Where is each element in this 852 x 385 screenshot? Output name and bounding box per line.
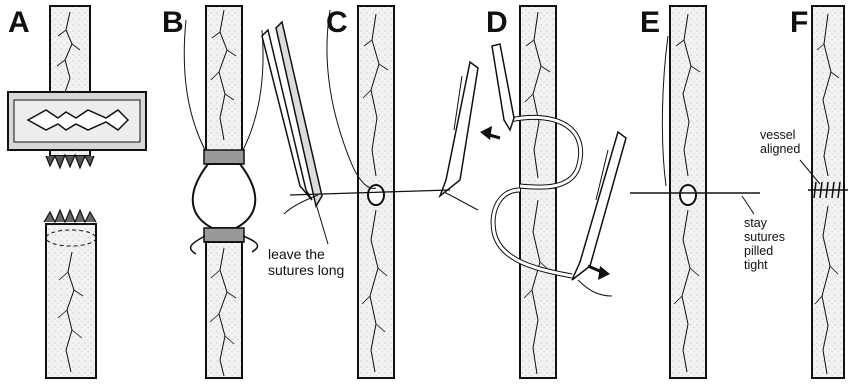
panel-d-arrow-right-icon bbox=[588, 266, 610, 280]
panel-e-letter: E bbox=[640, 8, 660, 38]
panel-e-callout: stay sutures pilled tight bbox=[744, 216, 785, 272]
panel-c-forceps-right bbox=[440, 62, 478, 196]
panel-c-callout: leave the sutures long bbox=[268, 246, 344, 278]
panel-f-callout: vessel aligned bbox=[760, 128, 800, 156]
panel-c-callout-line1: leave the bbox=[268, 246, 344, 262]
panel-a-letter: A bbox=[8, 8, 30, 38]
panel-d-arrow-left-icon bbox=[480, 126, 500, 140]
panel-d-forceps-upper bbox=[492, 44, 514, 130]
panel-c-letter: C bbox=[326, 8, 348, 38]
panel-e-vessel bbox=[670, 6, 706, 378]
panel-d-vessel bbox=[520, 6, 556, 378]
panel-d-suture-tail bbox=[578, 280, 612, 296]
panel-d-letter: D bbox=[486, 8, 508, 38]
panel-c-callout-line2: sutures long bbox=[268, 262, 344, 278]
panel-a-vessel-lower bbox=[44, 210, 96, 378]
panel-e-callout-line4: tight bbox=[744, 258, 785, 272]
panel-f-callout-line1: vessel bbox=[760, 128, 800, 142]
panel-a-razor-blade bbox=[8, 92, 146, 150]
panel-b-letter: B bbox=[162, 8, 184, 38]
panel-b-vessel bbox=[193, 6, 256, 378]
panel-c-forceps-left bbox=[262, 22, 322, 206]
panel-e-callout-line2: sutures bbox=[744, 230, 785, 244]
panel-e-callout-line3: pilled bbox=[744, 244, 785, 258]
panel-e-callout-line1: stay bbox=[744, 216, 785, 230]
panel-f-letter: F bbox=[790, 8, 808, 38]
panel-f-callout-line2: aligned bbox=[760, 142, 800, 156]
